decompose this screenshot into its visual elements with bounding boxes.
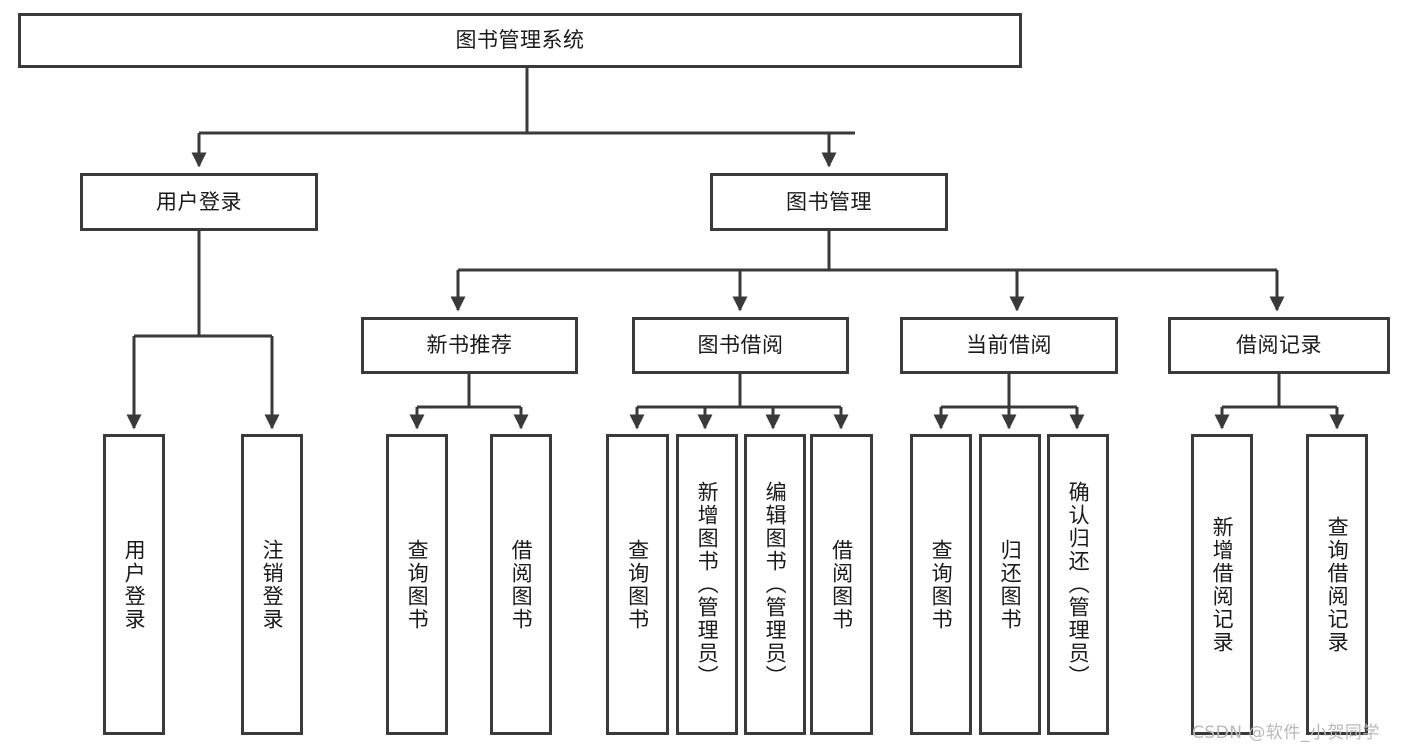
node-leaf-edit-book-admin[interactable]: 编辑图书（管理员）: [744, 434, 806, 735]
node-leaf-query-borrow-record[interactable]: 查询借阅记录: [1306, 434, 1368, 735]
node-label: 借阅图书: [829, 538, 854, 631]
csdn-watermark: CSDN @软件_小贺同学: [1192, 723, 1380, 743]
node-leaf-query-book-recommend[interactable]: 查询图书: [386, 434, 448, 735]
node-book-borrow[interactable]: 图书借阅: [632, 317, 849, 374]
node-label: 借阅图书: [509, 538, 534, 631]
node-label: 查询图书: [405, 538, 430, 631]
node-book-management[interactable]: 图书管理: [710, 173, 948, 231]
node-label: 用户登录: [122, 538, 147, 631]
node-label: 查询图书: [625, 538, 650, 631]
node-user-login[interactable]: 用户登录: [80, 173, 318, 231]
node-label: 图书管理系统: [455, 28, 585, 53]
node-new-book-recommend[interactable]: 新书推荐: [361, 317, 578, 374]
node-leaf-confirm-return-admin[interactable]: 确认归还（管理员）: [1047, 434, 1109, 735]
node-leaf-query-book-current[interactable]: 查询图书: [910, 434, 972, 735]
node-label: 借阅记录: [1236, 333, 1322, 358]
node-current-borrow[interactable]: 当前借阅: [900, 317, 1118, 374]
node-label: 新增图书（管理员）: [695, 481, 720, 688]
node-label: 图书管理: [786, 189, 872, 214]
node-label: 当前借阅: [966, 333, 1052, 358]
node-label: 图书借阅: [697, 333, 784, 358]
node-label: 确认归还（管理员）: [1066, 481, 1091, 688]
node-label: 新增借阅记录: [1210, 515, 1235, 654]
node-root-system[interactable]: 图书管理系统: [18, 13, 1022, 68]
node-leaf-borrow-book-recommend[interactable]: 借阅图书: [490, 434, 552, 735]
node-label: 归还图书: [998, 538, 1023, 631]
node-leaf-borrow-book[interactable]: 借阅图书: [810, 434, 873, 735]
node-leaf-add-borrow-record[interactable]: 新增借阅记录: [1191, 434, 1253, 735]
node-leaf-user-login[interactable]: 用户登录: [103, 434, 165, 735]
node-label: 编辑图书（管理员）: [763, 481, 788, 688]
node-label: 新书推荐: [426, 333, 513, 358]
node-leaf-return-book[interactable]: 归还图书: [979, 434, 1041, 735]
node-label: 查询图书: [929, 538, 954, 631]
node-label: 用户登录: [156, 189, 242, 214]
node-leaf-add-book-admin[interactable]: 新增图书（管理员）: [676, 434, 738, 735]
node-leaf-query-book-borrow[interactable]: 查询图书: [606, 434, 669, 735]
node-label: 查询借阅记录: [1325, 515, 1350, 654]
node-leaf-logout[interactable]: 注销登录: [241, 434, 303, 735]
node-label: 注销登录: [260, 538, 285, 631]
node-borrow-record[interactable]: 借阅记录: [1168, 317, 1390, 374]
